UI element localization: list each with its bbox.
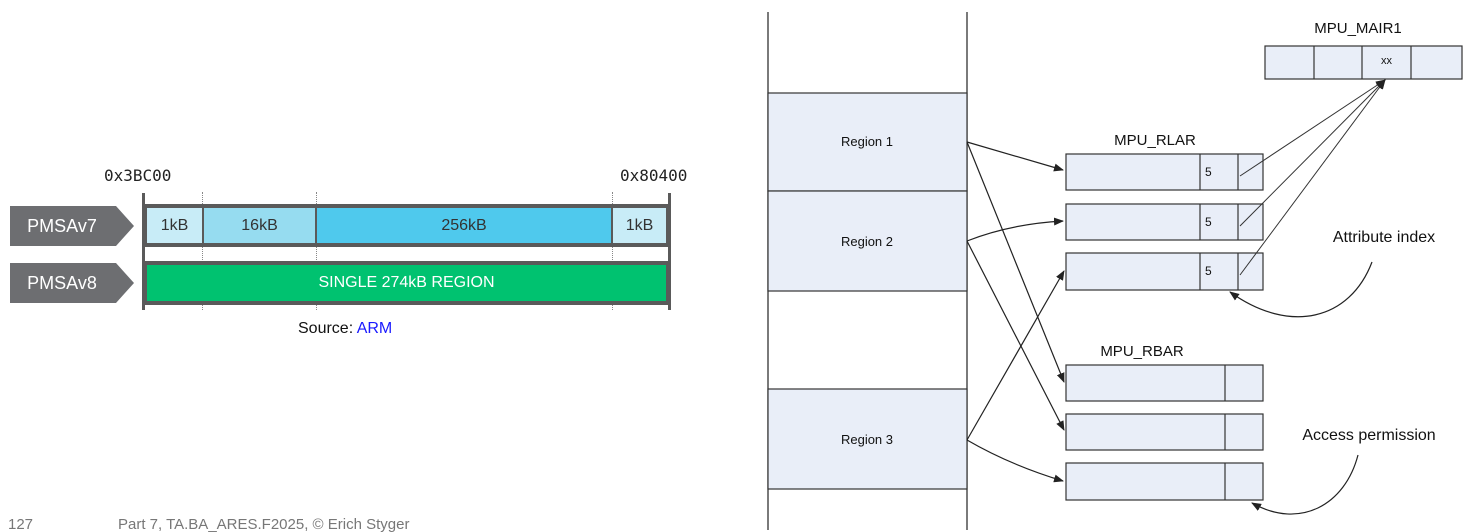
pmsav7-tag: [10, 206, 134, 246]
rbar-register-1: [1065, 364, 1264, 402]
region-2-box: [767, 190, 968, 292]
rlar-register-1: [1065, 153, 1264, 191]
pmsav8-tag-label: PMSAv8: [27, 272, 97, 293]
guide-line: [612, 192, 613, 310]
address-start: 0x3BC00: [104, 166, 172, 185]
source-link-arm[interactable]: ARM: [356, 320, 393, 337]
arrow-r3-rlar: [966, 270, 1065, 441]
guide-line: [316, 192, 317, 310]
region-2-label: Region 2: [841, 234, 893, 249]
segment-single-region: SINGLE 274kB REGION: [147, 265, 666, 301]
rbar-register-2: [1065, 413, 1264, 451]
arrow-r2-rlar: [966, 217, 1064, 242]
arrow-attr-2: [1239, 79, 1386, 227]
pmsav7-tag-label: PMSAv7: [27, 215, 97, 236]
page-number: 127: [8, 518, 34, 532]
segment-1kb-end: 1kB: [613, 208, 666, 243]
rlar-title: MPU_RLAR: [1114, 132, 1196, 149]
guide-line: [202, 192, 203, 310]
access-permission-pointer: [1251, 454, 1359, 515]
mair-title: MPU_MAIR1: [1314, 20, 1402, 37]
access-permission-label: Access permission: [1302, 427, 1435, 444]
region-3-box: [767, 388, 968, 490]
rbar-title: MPU_RBAR: [1100, 343, 1184, 360]
rlar-attr-index-2: 5: [1205, 215, 1212, 229]
rlar-attr-index-1: 5: [1205, 165, 1212, 179]
segment-256kb: 256kB: [317, 208, 611, 243]
bound-left-bar: [142, 193, 145, 310]
region-3-label: Region 3: [841, 432, 893, 447]
mair-field-value: xx: [1381, 55, 1393, 67]
segment-1kb-start: 1kB: [147, 208, 202, 243]
region-1-label: Region 1: [841, 134, 893, 149]
bound-right-bar: [668, 193, 671, 310]
rlar-attr-index-3: 5: [1205, 264, 1212, 278]
arrow-attr-3: [1239, 79, 1386, 276]
rlar-register-2: [1065, 203, 1264, 241]
arrow-r2-rbar: [966, 240, 1065, 431]
footer: 127 Part 7, TA.BA_ARES.F2025, © Erich St…: [0, 518, 760, 532]
pmsav8-tag: [10, 263, 134, 303]
arrow-attr-1: [1239, 79, 1386, 177]
region-1-box: [767, 92, 968, 192]
source-caption: Source: ARM: [298, 320, 392, 338]
arrow-r3-rbar: [966, 439, 1064, 483]
segment-16kb: 16kB: [204, 208, 315, 243]
footer-text: Part 7, TA.BA_ARES.F2025, © Erich Styger: [118, 518, 410, 532]
arrow-r1-rlar: [966, 141, 1064, 172]
address-end: 0x80400: [620, 166, 688, 185]
attribute-index-label: Attribute index: [1333, 229, 1435, 246]
source-prefix: Source:: [298, 320, 354, 337]
mair-register: [1264, 45, 1463, 80]
attribute-index-pointer: [1229, 261, 1373, 318]
rlar-register-3: [1065, 252, 1264, 291]
arrow-r1-rbar: [966, 141, 1065, 383]
rbar-register-3: [1065, 462, 1264, 501]
